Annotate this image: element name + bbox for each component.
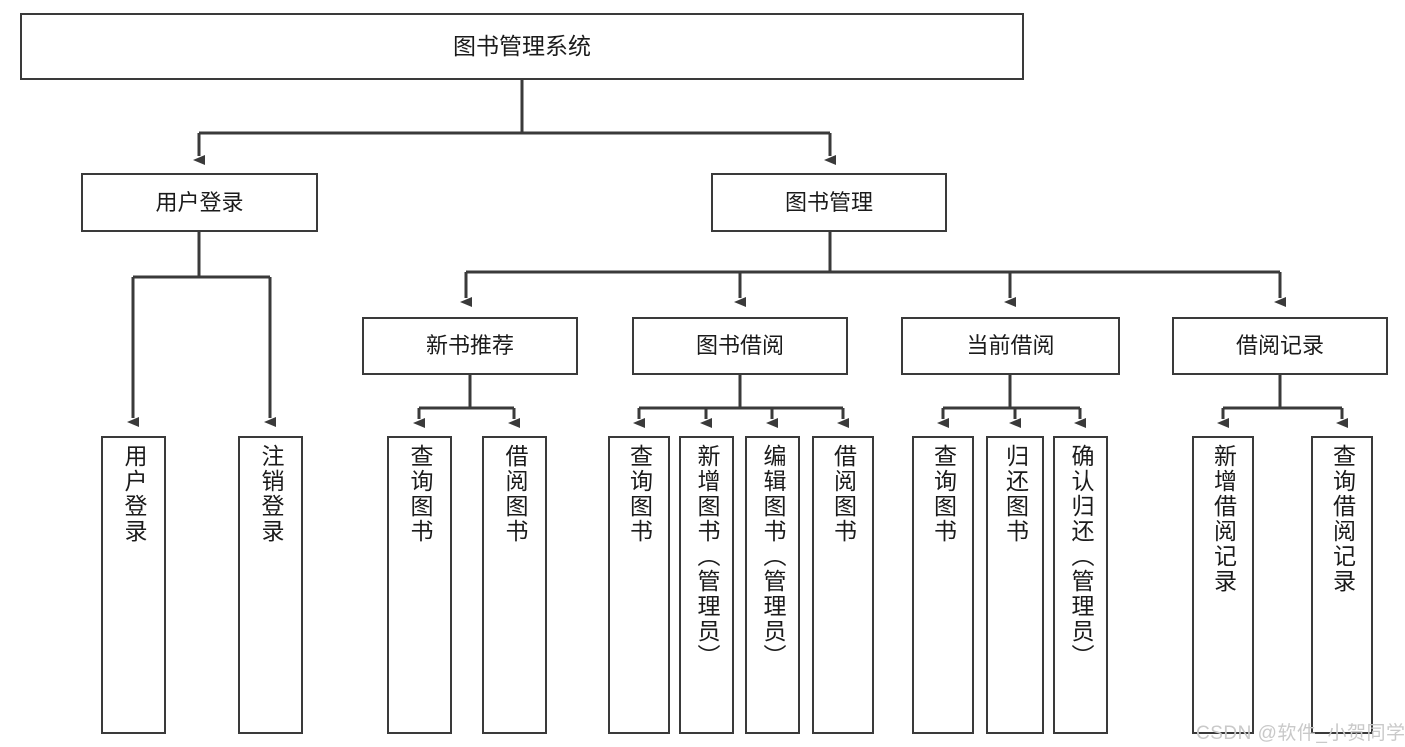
node-leaf-borrow-book-2[interactable]: 借阅图书 [812, 436, 874, 734]
node-leaf-confirm-return-admin-label: 确认归还（管理员） [1068, 444, 1094, 669]
node-leaf-borrow-book-2-label: 借阅图书 [830, 444, 857, 544]
node-leaf-query-book-1[interactable]: 查询图书 [387, 436, 452, 734]
node-new-book-recommend[interactable]: 新书推荐 [362, 317, 578, 375]
node-user-login[interactable]: 用户登录 [81, 173, 318, 232]
node-book-borrow[interactable]: 图书借阅 [632, 317, 848, 375]
node-leaf-edit-book-admin[interactable]: 编辑图书（管理员） [745, 436, 800, 734]
node-leaf-add-book-admin[interactable]: 新增图书（管理员） [679, 436, 734, 734]
node-leaf-add-borrow-record-label: 新增借阅记录 [1210, 444, 1237, 594]
node-leaf-user-login[interactable]: 用户登录 [101, 436, 166, 734]
node-leaf-add-borrow-record[interactable]: 新增借阅记录 [1192, 436, 1254, 734]
node-leaf-query-book-2-label: 查询图书 [626, 444, 653, 544]
node-borrow-record-label: 借阅记录 [1235, 333, 1324, 359]
node-leaf-edit-book-admin-label: 编辑图书（管理员） [760, 444, 786, 669]
node-root[interactable]: 图书管理系统 [20, 13, 1024, 80]
node-leaf-query-book-2[interactable]: 查询图书 [608, 436, 670, 734]
node-current-borrow[interactable]: 当前借阅 [901, 317, 1120, 375]
node-leaf-query-borrow-record[interactable]: 查询借阅记录 [1311, 436, 1373, 734]
node-book-manage-label: 图书管理 [784, 189, 873, 215]
node-leaf-return-book[interactable]: 归还图书 [986, 436, 1044, 734]
watermark: CSDN @软件_小贺同学 [1196, 723, 1405, 744]
node-leaf-query-book-1-label: 查询图书 [407, 444, 433, 544]
node-book-manage[interactable]: 图书管理 [711, 173, 947, 232]
node-new-book-recommend-label: 新书推荐 [425, 333, 514, 359]
node-book-borrow-label: 图书借阅 [695, 333, 784, 359]
node-leaf-add-book-admin-label: 新增图书（管理员） [694, 444, 720, 669]
node-leaf-query-book-3-label: 查询图书 [930, 444, 957, 544]
node-leaf-borrow-book-1-label: 借阅图书 [502, 444, 528, 544]
node-leaf-user-login-label: 用户登录 [121, 444, 147, 544]
node-borrow-record[interactable]: 借阅记录 [1172, 317, 1388, 375]
node-leaf-confirm-return-admin[interactable]: 确认归还（管理员） [1053, 436, 1108, 734]
node-leaf-logout-label: 注销登录 [258, 444, 284, 544]
node-root-label: 图书管理系统 [453, 33, 591, 60]
node-leaf-logout[interactable]: 注销登录 [238, 436, 303, 734]
node-leaf-query-borrow-record-label: 查询借阅记录 [1329, 444, 1356, 594]
node-leaf-query-book-3[interactable]: 查询图书 [912, 436, 974, 734]
node-leaf-return-book-label: 归还图书 [1002, 444, 1029, 544]
node-user-login-label: 用户登录 [155, 189, 244, 215]
node-leaf-borrow-book-1[interactable]: 借阅图书 [482, 436, 547, 734]
node-current-borrow-label: 当前借阅 [966, 333, 1055, 359]
